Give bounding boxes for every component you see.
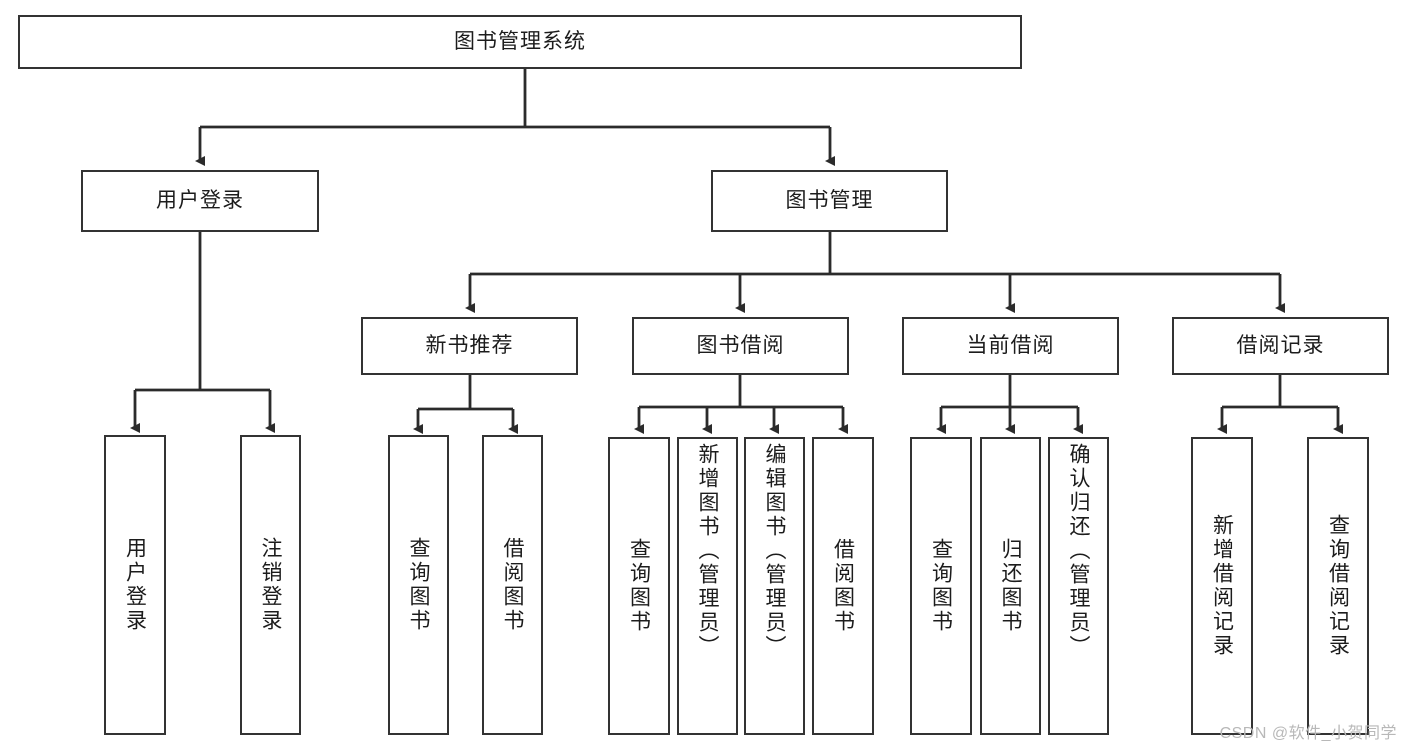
node-book-borrow[interactable]: 图书借阅 (632, 317, 849, 375)
node-book-manage-label: 图书管理 (785, 188, 874, 212)
node-root-label: 图书管理系统 (454, 29, 586, 53)
node-leaf-borrow-book-2-label: 借阅图书 (831, 538, 855, 634)
node-leaf-borrow-book-1-label: 借阅图书 (501, 537, 524, 633)
node-leaf-query-record[interactable]: 查询借阅记录 (1307, 437, 1369, 735)
node-leaf-query-book-1-label: 查询图书 (407, 537, 430, 633)
node-root[interactable]: 图书管理系统 (18, 15, 1022, 69)
node-leaf-add-book-label: 新增图书（管理员） (696, 443, 719, 659)
node-leaf-query-book-1[interactable]: 查询图书 (388, 435, 449, 735)
node-leaf-confirm-return-label: 确认归还（管理员） (1067, 443, 1090, 659)
node-borrow-record[interactable]: 借阅记录 (1172, 317, 1389, 375)
node-leaf-return-book-label: 归还图书 (999, 538, 1022, 634)
node-borrow-record-label: 借阅记录 (1236, 333, 1325, 357)
node-leaf-add-book[interactable]: 新增图书（管理员） (677, 437, 738, 735)
node-leaf-query-book-3-label: 查询图书 (929, 538, 953, 634)
node-current-borrow-label: 当前借阅 (966, 333, 1055, 357)
node-current-borrow[interactable]: 当前借阅 (902, 317, 1119, 375)
node-leaf-add-record[interactable]: 新增借阅记录 (1191, 437, 1253, 735)
node-new-book-rec-label: 新书推荐 (425, 333, 514, 357)
node-leaf-edit-book-label: 编辑图书（管理员） (763, 443, 786, 659)
node-leaf-borrow-book-1[interactable]: 借阅图书 (482, 435, 543, 735)
node-leaf-edit-book[interactable]: 编辑图书（管理员） (744, 437, 805, 735)
node-leaf-query-book-3[interactable]: 查询图书 (910, 437, 972, 735)
node-book-manage[interactable]: 图书管理 (711, 170, 948, 232)
node-leaf-user-login-label: 用户登录 (123, 537, 147, 633)
node-leaf-query-book-2[interactable]: 查询图书 (608, 437, 670, 735)
node-leaf-borrow-book-2[interactable]: 借阅图书 (812, 437, 874, 735)
node-leaf-logout-label: 注销登录 (259, 537, 282, 633)
node-leaf-user-login[interactable]: 用户登录 (104, 435, 166, 735)
node-leaf-add-record-label: 新增借阅记录 (1210, 514, 1234, 658)
node-user-login-label: 用户登录 (156, 188, 244, 212)
node-new-book-rec[interactable]: 新书推荐 (361, 317, 578, 375)
csdn-watermark: CSDN @软件_小贺同学 (1219, 725, 1397, 742)
node-user-login[interactable]: 用户登录 (81, 170, 319, 232)
node-leaf-query-record-label: 查询借阅记录 (1326, 514, 1350, 658)
node-leaf-return-book[interactable]: 归还图书 (980, 437, 1041, 735)
node-book-borrow-label: 图书借阅 (696, 333, 785, 357)
node-leaf-query-book-2-label: 查询图书 (627, 538, 651, 634)
node-leaf-logout[interactable]: 注销登录 (240, 435, 301, 735)
node-leaf-confirm-return[interactable]: 确认归还（管理员） (1048, 437, 1109, 735)
